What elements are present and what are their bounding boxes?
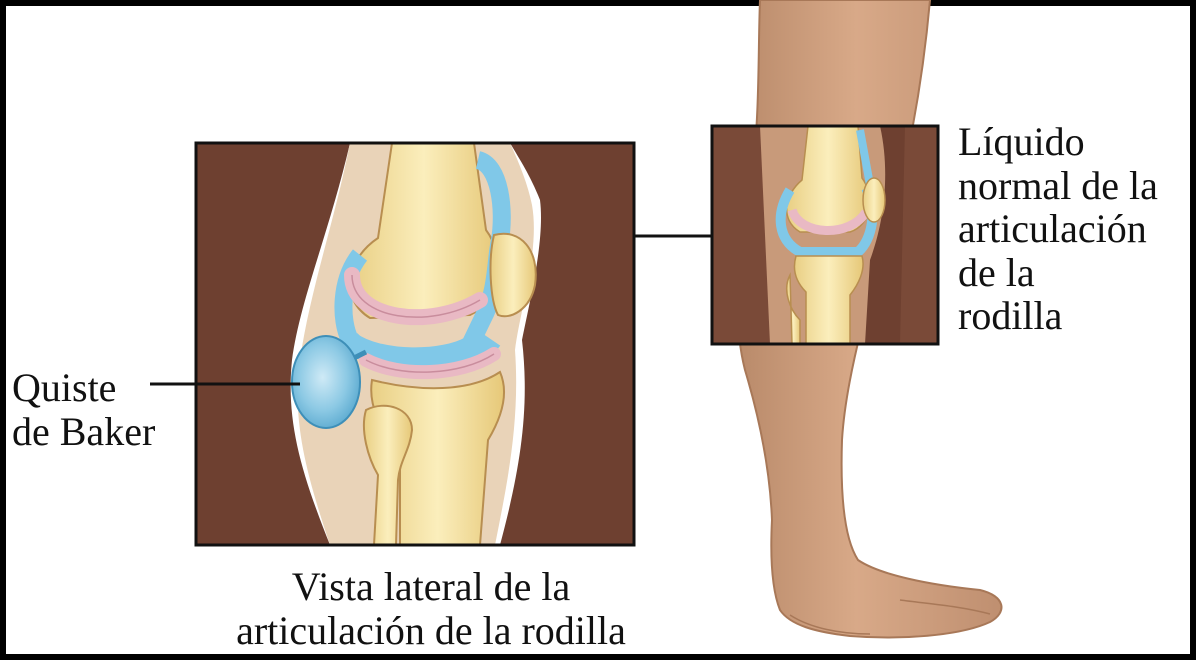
normal-fluid-label-line1: Líquido	[958, 120, 1158, 164]
normal-fluid-label-line3: articulación	[958, 207, 1158, 251]
normal-fluid-label-line5: rodilla	[958, 294, 1158, 338]
lateral-view-caption-line1: Vista lateral de la	[190, 565, 672, 609]
baker-cyst-label: Quiste de Baker	[12, 366, 155, 454]
normal-fluid-label-line2: normal de la	[958, 164, 1158, 208]
normal-fluid-label-line4: de la	[958, 251, 1158, 295]
large-knee-inset	[196, 143, 634, 545]
baker-cyst-label-line1: Quiste	[12, 366, 155, 410]
lateral-view-caption: Vista lateral de la articulación de la r…	[190, 565, 672, 653]
lateral-view-caption-line2: articulación de la rodilla	[190, 609, 672, 653]
baker-cyst-label-line2: de Baker	[12, 410, 155, 454]
small-knee-inset	[712, 126, 938, 344]
normal-fluid-label: Líquido normal de la articulación de la …	[958, 120, 1158, 338]
